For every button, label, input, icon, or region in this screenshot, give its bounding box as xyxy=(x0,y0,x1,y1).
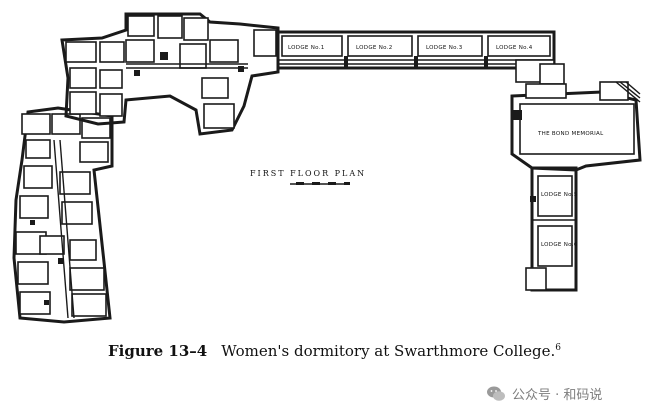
watermark-text: 公众号 · 和码说 xyxy=(512,388,603,403)
lodge-1-label: LODGE No.1 xyxy=(288,45,325,51)
watermark: 公众号 · 和码说 xyxy=(486,384,602,403)
lodge-2-label: LODGE No.2 xyxy=(356,45,393,51)
scale-bar xyxy=(290,182,350,185)
figure-caption: Figure 13–4 Women's dormitory at Swarthmo… xyxy=(108,342,561,360)
north-range xyxy=(276,30,565,85)
plan-title: FIRST FLOOR PLAN xyxy=(250,169,366,178)
bond-memorial-block xyxy=(510,81,642,172)
floor-plan-drawing: LODGE No.1 LODGE No.2 LODGE No.3 LODGE N… xyxy=(12,12,642,324)
lodge-4-label: LODGE No.4 xyxy=(496,45,533,51)
lodge-3-label: LODGE No.3 xyxy=(426,45,463,51)
southwest-wing xyxy=(12,106,114,324)
lodge-5-label: LODGE No.5 xyxy=(541,192,578,198)
lodge-6-label: LODGE No.6 xyxy=(541,242,578,248)
figure-number: Figure 13–4 xyxy=(108,342,208,360)
southeast-wing xyxy=(525,166,578,292)
caption-text: Women's dormitory at Swarthmore College. xyxy=(221,342,556,360)
caption-footnote: 6 xyxy=(555,343,561,353)
northwest-block xyxy=(60,12,280,136)
bond-memorial-label: THE BOND MEMORIAL xyxy=(537,131,604,137)
wechat-icon xyxy=(486,385,506,403)
